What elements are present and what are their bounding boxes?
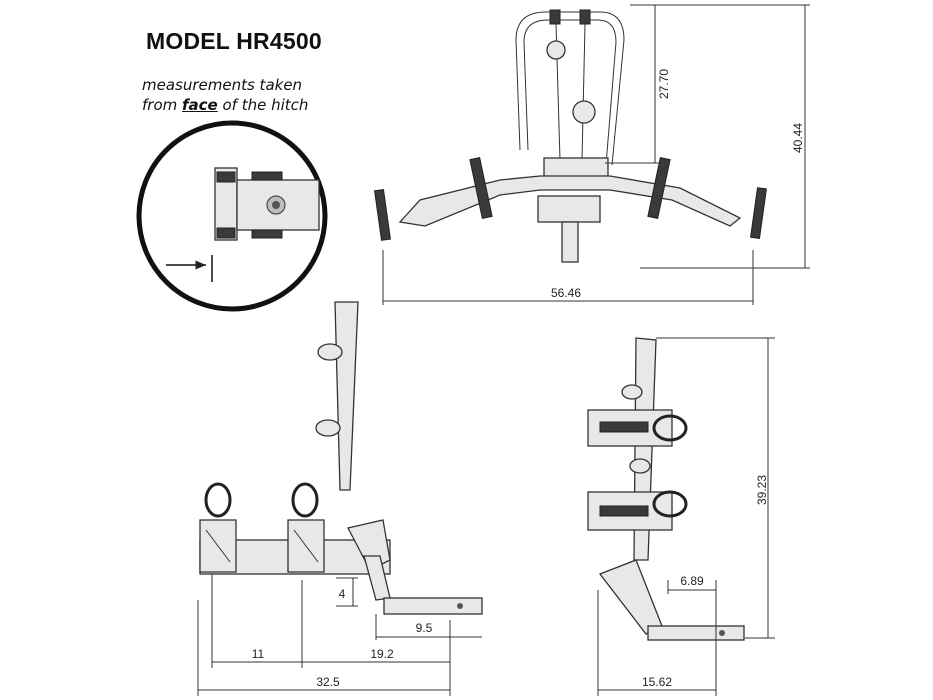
front-view	[373, 9, 767, 263]
dim-27-70: 27.70	[657, 69, 671, 99]
hitch-face-detail	[136, 120, 328, 312]
front-view-dimensions: 27.70 40.44 56.46	[382, 4, 810, 305]
dim-32-5: 32.5	[316, 675, 340, 689]
model-title: MODEL HR4500	[146, 28, 322, 54]
dim-11: 11	[252, 647, 265, 661]
dim-39-23: 39.23	[755, 475, 769, 505]
side-view-dimensions: 4 9.5 11 19.2 32.5	[197, 574, 482, 696]
folded-view	[587, 337, 745, 641]
dim-40-44: 40.44	[791, 123, 805, 153]
measurement-note-line2: from face of the hitch	[142, 96, 309, 114]
dim-19-2: 19.2	[370, 647, 394, 661]
dim-4: 4	[339, 587, 346, 601]
folded-view-dimensions: 39.23 6.89 15.62	[597, 337, 775, 696]
dim-15-62: 15.62	[642, 675, 672, 689]
dim-6-89: 6.89	[680, 574, 704, 588]
face-emphasis: face	[182, 96, 218, 114]
dim-9-5: 9.5	[416, 621, 433, 635]
side-view	[199, 301, 483, 615]
dim-56-46: 56.46	[551, 286, 581, 300]
measurement-note-line1: measurements taken	[142, 76, 303, 94]
